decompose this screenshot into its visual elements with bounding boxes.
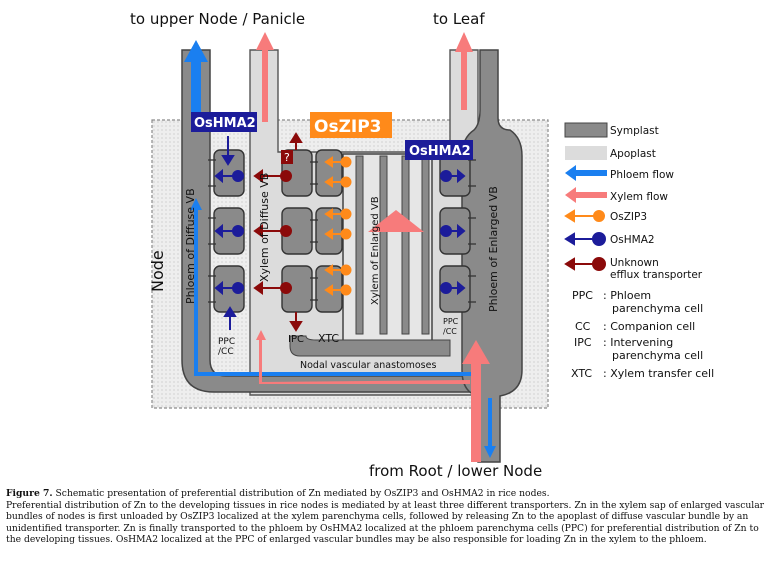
xylem-enlarged-bars	[355, 155, 430, 335]
abbr-xtc-def: : Xylem transfer cell	[603, 367, 714, 380]
legend-oszip3-label: OsZIP3	[610, 211, 647, 223]
abbr-ipc: IPC	[574, 336, 592, 349]
zinc-transport-diagram: Node	[130, 10, 714, 480]
node-label: Node	[148, 250, 167, 292]
ppc-cc-left-label-1: PPC	[218, 337, 235, 347]
legend: Symplast Apoplast Phloem flow Xylem flow…	[564, 122, 714, 380]
ipc-cells	[281, 149, 313, 313]
abbr-ipc-def-2: parenchyma cell	[612, 349, 703, 362]
legend-unknown-label: Unknown	[610, 257, 659, 269]
abbr-xtc: XTC	[571, 367, 592, 380]
anastomoses-channel	[289, 335, 451, 357]
oshma2-right-box	[405, 140, 473, 160]
phloem-enlarged-label: Phloem of Enlarged VB	[487, 186, 500, 312]
xylem-flow-panicle	[256, 32, 274, 122]
oszip3-box	[310, 112, 392, 138]
from-root-label: from Root / lower Node	[369, 462, 542, 480]
phloem-flow-upper	[184, 40, 208, 122]
ppc-cc-right-label-2: /CC	[443, 327, 457, 336]
xtc-label: XTC	[318, 332, 339, 345]
to-leaf-label: to Leaf	[433, 10, 485, 28]
xylem-flows	[256, 32, 490, 462]
figure-body: Preferential distribution of Zn to the d…	[6, 499, 765, 546]
legend-oshma2-label: OsHMA2	[610, 234, 655, 246]
oszip3-transporters	[324, 156, 352, 296]
xylem-enlarged-label: Xylem of Enlarged VB	[370, 196, 381, 305]
legend-unknown-label-2: efflux transporter	[610, 269, 703, 281]
legend-xylem-swatch	[565, 187, 607, 203]
phloem-flows	[184, 40, 496, 458]
oshma2-transporters	[214, 136, 466, 330]
abbr-cc: CC	[575, 320, 591, 333]
legend-oshma2-swatch	[564, 232, 606, 246]
phloem-diffuse-label: Phloem of Diffuse VB	[184, 188, 197, 304]
abbr-ppc: PPC	[572, 289, 593, 302]
phloem-flow-bottom	[484, 398, 496, 458]
oshma2-right-label: OsHMA2	[409, 144, 471, 159]
ipc-label: IPC	[288, 334, 304, 345]
legend-apoplast-label: Apoplast	[610, 148, 656, 160]
figure-title: Schematic presentation of preferential d…	[52, 488, 550, 499]
legend-xylem-label: Xylem flow	[610, 191, 668, 203]
to-upper-node-label: to upper Node / Panicle	[130, 10, 305, 28]
oshma2-left-box	[191, 112, 257, 132]
oszip3-label: OsZIP3	[314, 117, 382, 137]
legend-apoplast-swatch	[565, 146, 607, 160]
legend-phloem-label: Phloem flow	[610, 169, 674, 181]
unknown-mark: ?	[284, 151, 290, 164]
anastomoses-label: Nodal vascular anastomoses	[300, 360, 436, 371]
legend-phloem-swatch	[565, 165, 607, 181]
ppc-cc-right-label-1: PPC	[443, 317, 459, 326]
figure-number: Figure 7.	[6, 488, 53, 499]
xylem-flow-root	[462, 340, 490, 462]
ppc-cc-left-label-2: /CC	[218, 347, 234, 357]
unknown-efflux-transporters	[253, 132, 303, 332]
abbr-ppc-def: : Phloem	[603, 289, 651, 302]
legend-symplast-label: Symplast	[610, 125, 659, 137]
abbr-ipc-def: : Intervening	[603, 336, 673, 349]
oshma2-left-label: OsHMA2	[194, 116, 256, 131]
xylem-flow-leaf	[455, 32, 473, 110]
legend-symplast-swatch	[564, 122, 608, 138]
unknown-mark-box	[281, 150, 293, 164]
figure-caption: Figure 7. Schematic presentation of pref…	[6, 488, 768, 546]
legend-unknown-swatch	[564, 257, 606, 271]
xylem-diffuse-label: Xylem of Diffuse VB	[258, 173, 271, 282]
abbr-cc-def: : Companion cell	[603, 320, 695, 333]
legend-oszip3-swatch	[564, 209, 605, 223]
abbr-ppc-def-2: parenchyma cell	[612, 302, 703, 315]
xylem-flow-enlarged	[368, 210, 424, 232]
